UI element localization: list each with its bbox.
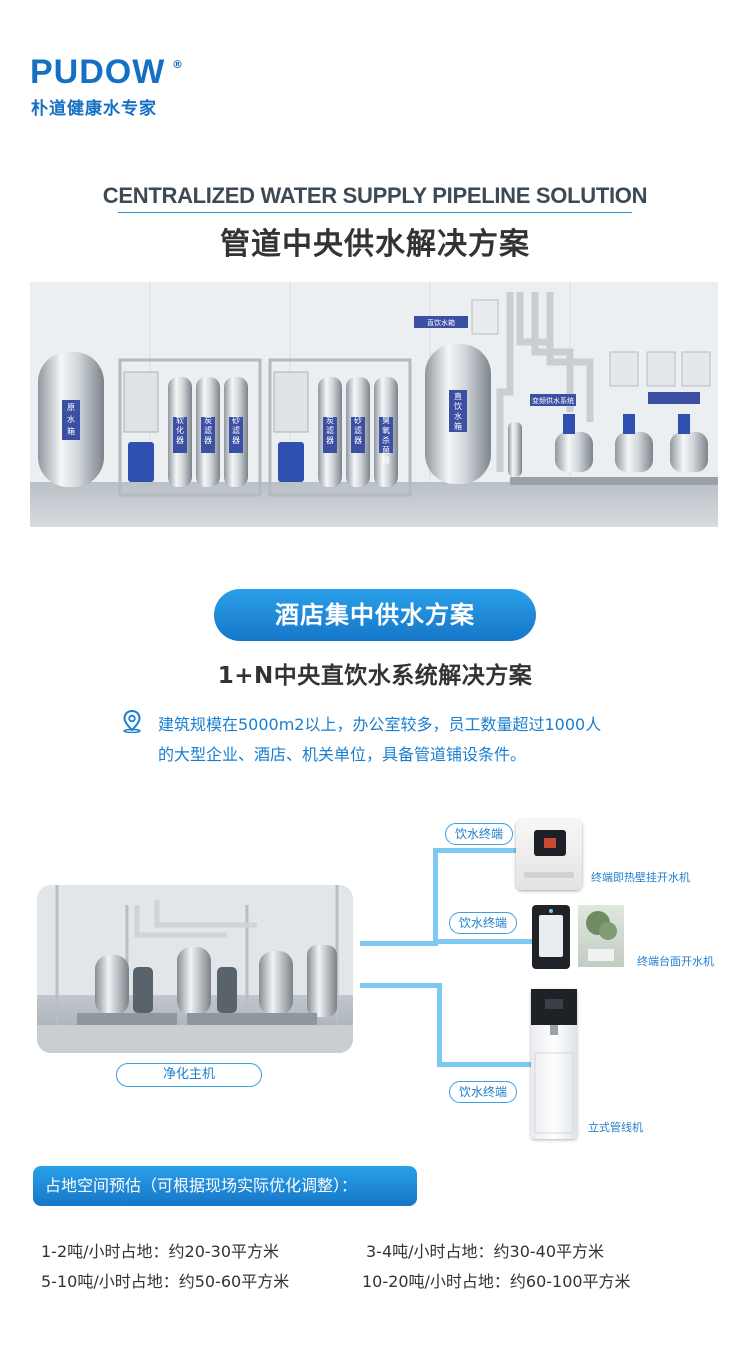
footprint-item-4: 10-20吨/小时占地：约60-100平方米 [362,1272,631,1291]
countertop-dispenser-image [532,905,570,969]
brand-tagline: 朴道健康水专家 [31,99,157,119]
pipe-branch-3 [437,1062,531,1067]
brand-logo: PUDOW [30,53,166,91]
footprint-item-2: 3-4吨/小时占地：约30-40平方米 [366,1242,605,1261]
equipment-label-4: 炭滤器 [326,416,334,445]
tank-label-raw: 原 [67,403,75,412]
title-divider [118,212,632,213]
equipment-label-2: 炭滤器 [204,416,212,445]
pipe-trunk-upper [433,848,438,946]
footprint-item-1: 1-2吨/小时占地：约20-30平方米 [41,1242,280,1261]
english-title: CENTRALIZED WATER SUPPLY PIPELINE SOLUTI… [102,183,648,208]
purification-host-photo [37,885,353,1053]
wall-mounted-dispenser-image [516,820,582,890]
device-label-countertop: 终端台面开水机 [637,955,714,968]
host-label: 净化主机 [116,1063,262,1087]
location-pin-icon [121,709,143,734]
registered-mark: ® [172,58,183,71]
equipment-label-direct-tank: 直饮水箱 [454,391,462,431]
footprint-item-3: 5-10吨/小时占地：约50-60平方米 [41,1272,290,1291]
equipment-label-6: 臭氧杀菌器 [382,415,390,465]
device-label-wall: 终端即热壁挂开水机 [591,871,690,884]
pipe-trunk-lower [437,983,442,1067]
scheme-description-line2: 的大型企业、酒店、机关单位，具备管道铺设条件。 [158,745,527,764]
standing-pipeline-dispenser-image [531,989,577,1139]
scheme-banner: 酒店集中供水方案 [214,589,536,641]
equipment-label-3: 砂滤器 [232,415,240,445]
pipe-branch-1 [433,848,516,853]
equipment-label-9: 变频供水系统 [532,396,574,405]
device-label-standing: 立式管线机 [588,1121,643,1134]
equipment-illustration: 原 水 箱 [30,282,718,527]
terminal-tag-3: 饮水终端 [449,1081,517,1103]
chinese-title: 管道中央供水解决方案 [220,227,530,262]
water-treatment-equipment-photo: 原 水 箱 [30,282,718,527]
equipment-label-5: 砂滤器 [354,415,362,445]
pipe-upper-horizontal [360,941,438,946]
equipment-label-7: 直饮水箱 [427,318,455,327]
equipment-label-1: 软化器 [176,415,184,445]
svg-text:水: 水 [67,414,75,424]
terminal-tag-1: 饮水终端 [445,823,513,845]
pipe-lower-horizontal [360,983,442,988]
scheme-description-line1: 建筑规模在5000m2以上，办公室较多，员工数量超过1000人 [158,715,602,734]
terminal-tag-2: 饮水终端 [449,912,517,934]
scheme-subtitle: 1+N中央直饮水系统解决方案 [217,663,533,689]
svg-text:箱: 箱 [67,426,75,436]
plant-decor-image [578,905,624,967]
pipe-branch-2 [433,939,532,944]
footprint-heading: 占地空间预估（可根据现场实际优化调整）： [33,1166,417,1206]
